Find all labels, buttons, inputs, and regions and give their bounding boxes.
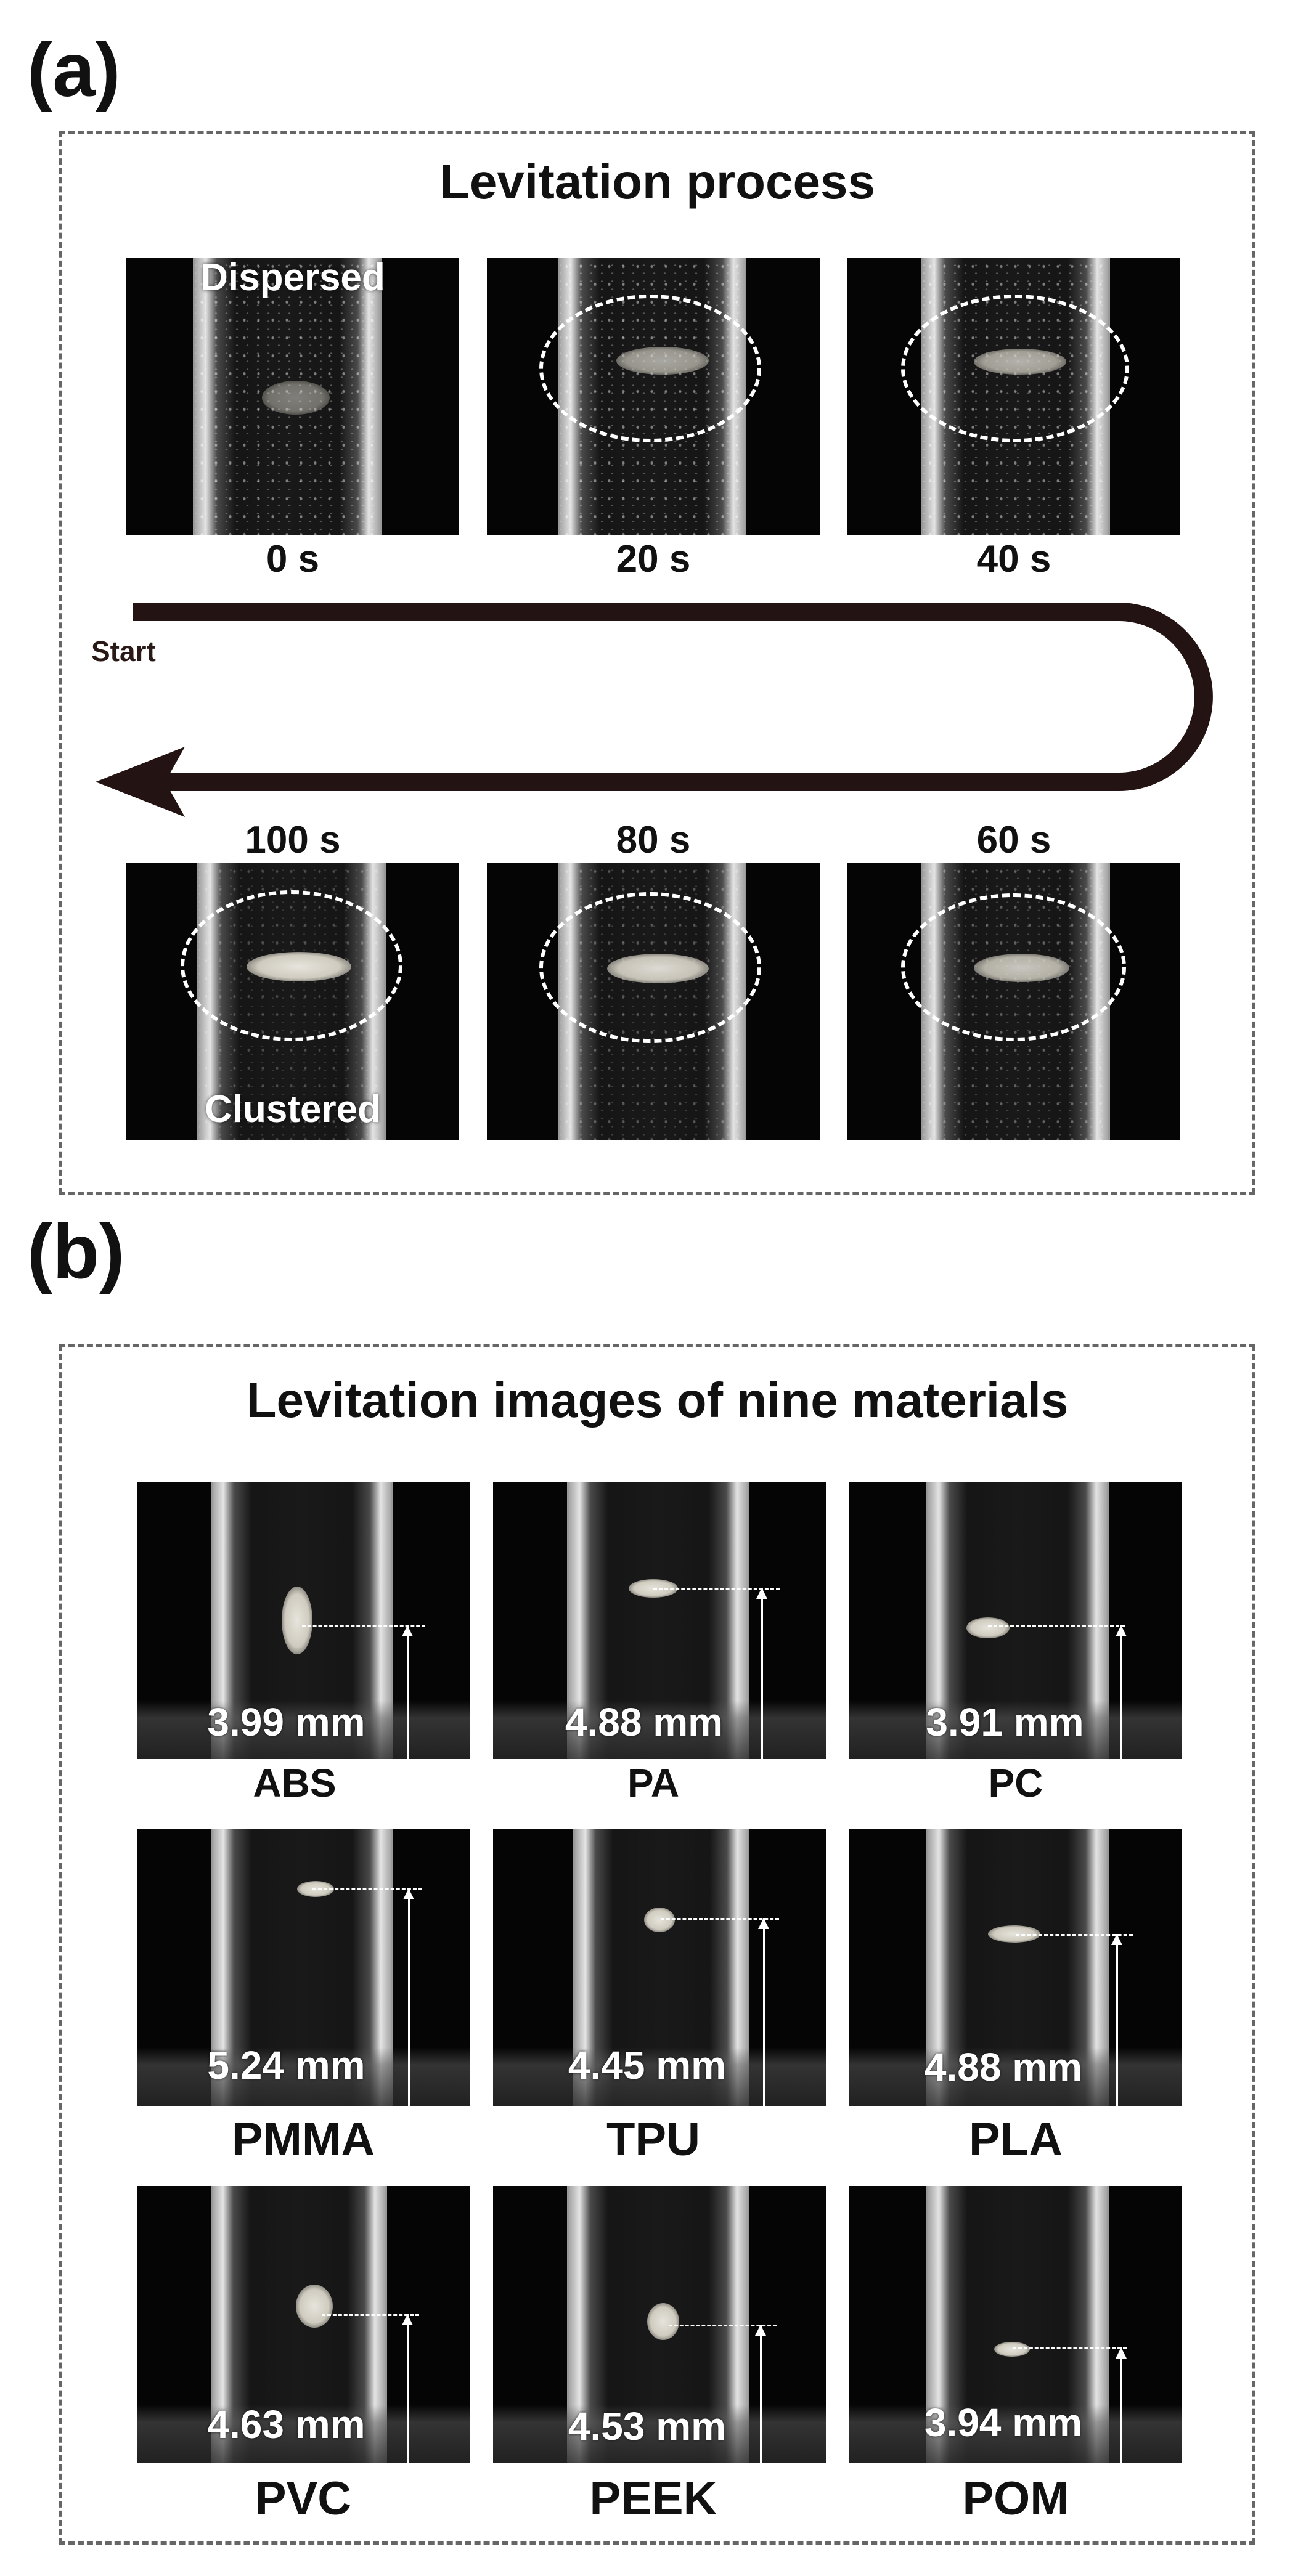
panel-b-letter: (b) bbox=[27, 1209, 125, 1294]
particle-cloud bbox=[262, 381, 330, 415]
material-photo-peek: 4.53 mm bbox=[493, 2186, 826, 2463]
frame-time-label: 20 s bbox=[616, 538, 691, 580]
frame-photo-20s bbox=[487, 258, 820, 535]
material-name: TPU bbox=[606, 2113, 700, 2166]
material-photo-tpu: 4.45 mm bbox=[493, 1829, 826, 2106]
material-photo-pa: 4.88 mm bbox=[493, 1482, 826, 1759]
panel-b-frame bbox=[59, 1344, 1255, 2545]
frame-photo-100s: Clustered bbox=[126, 863, 459, 1140]
dispersed-label: Dispersed bbox=[200, 258, 385, 299]
material-photo-pmma: 5.24 mm bbox=[137, 1829, 470, 2106]
start-label: Start bbox=[91, 635, 156, 667]
panel-a-title: Levitation process bbox=[439, 154, 875, 209]
levitated-particle bbox=[647, 2303, 679, 2340]
levitation-height: 4.63 mm bbox=[207, 2402, 365, 2447]
frame-photo-60s bbox=[847, 863, 1180, 1140]
frame-time-label: 60 s bbox=[976, 819, 1051, 861]
material-name: PC bbox=[988, 1761, 1043, 1805]
material-photo-pla: 4.88 mm bbox=[849, 1829, 1182, 2106]
levitation-height: 3.99 mm bbox=[207, 1700, 365, 1744]
frame-time-label: 0 s bbox=[266, 538, 320, 580]
process-flow-arrow bbox=[96, 603, 1213, 817]
frame-photo-80s bbox=[487, 863, 820, 1140]
material-name: PEEK bbox=[589, 2472, 717, 2525]
frame-photo-0s: Dispersed bbox=[126, 258, 459, 535]
frame-time-label: 100 s bbox=[245, 819, 341, 861]
levitated-particle bbox=[966, 1617, 1010, 1638]
panel-b-title: Levitation images of nine materials bbox=[246, 1373, 1069, 1428]
levitation-height: 4.45 mm bbox=[568, 2043, 727, 2087]
frame-time-label: 40 s bbox=[976, 538, 1051, 580]
material-photo-pc: 3.91 mm bbox=[849, 1482, 1182, 1759]
levitation-height: 3.91 mm bbox=[926, 1700, 1084, 1744]
panel-a-letter: (a) bbox=[27, 28, 121, 113]
material-name: ABS bbox=[253, 1761, 337, 1805]
cluster-highlight-ellipse bbox=[539, 295, 761, 442]
material-name: POM bbox=[962, 2472, 1069, 2525]
flow-arrow-path bbox=[133, 603, 1213, 791]
material-name: PLA bbox=[969, 2113, 1063, 2166]
frame-photo-40s bbox=[847, 258, 1180, 535]
cluster-highlight-ellipse bbox=[901, 295, 1129, 442]
levitation-height: 3.94 mm bbox=[924, 2400, 1083, 2445]
material-name: PA bbox=[627, 1761, 680, 1805]
cluster-highlight-ellipse bbox=[181, 890, 402, 1041]
material-name: PMMA bbox=[231, 2113, 375, 2166]
frame-time-label: 80 s bbox=[616, 819, 691, 861]
material-photo-pvc: 4.63 mm bbox=[137, 2186, 470, 2463]
levitation-height: 4.53 mm bbox=[568, 2404, 727, 2448]
flow-arrow-head bbox=[96, 747, 185, 817]
clustered-label: Clustered bbox=[205, 1088, 381, 1131]
material-name: PVC bbox=[255, 2472, 352, 2525]
levitated-particle bbox=[644, 1908, 675, 1932]
levitation-height: 4.88 mm bbox=[565, 1700, 724, 1744]
material-photo-abs: 3.99 mm bbox=[137, 1482, 470, 1759]
levitated-particle bbox=[994, 2342, 1030, 2357]
levitation-height: 4.88 mm bbox=[924, 2045, 1083, 2089]
panel-a-frame bbox=[59, 131, 1255, 1195]
levitation-height: 5.24 mm bbox=[207, 2043, 365, 2087]
levitated-particle bbox=[296, 2285, 333, 2328]
cluster-highlight-ellipse bbox=[901, 893, 1126, 1041]
cluster-highlight-ellipse bbox=[539, 892, 761, 1043]
material-photo-pom: 3.94 mm bbox=[849, 2186, 1182, 2463]
levitated-particle bbox=[282, 1587, 312, 1654]
